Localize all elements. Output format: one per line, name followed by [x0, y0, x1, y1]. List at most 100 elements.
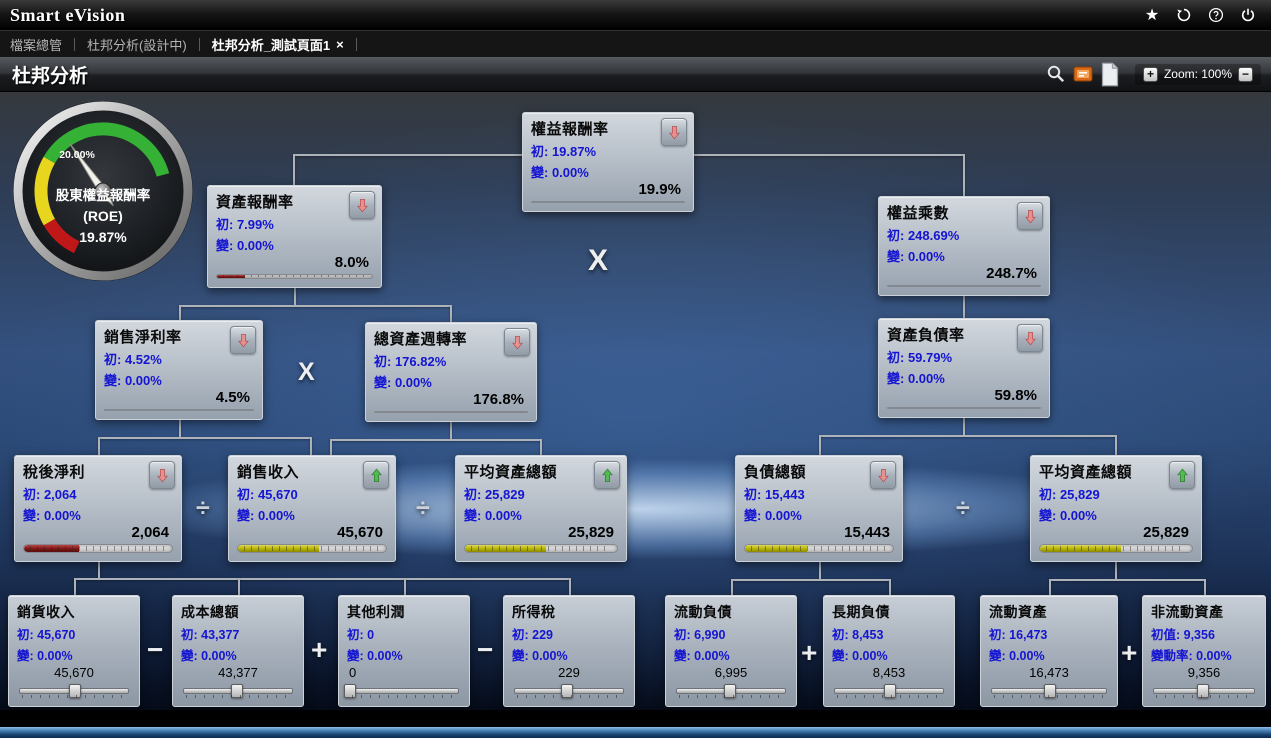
node-value: 15,443 [844, 524, 890, 541]
value-slider[interactable] [1151, 682, 1257, 698]
value-slider[interactable] [512, 682, 626, 698]
node-change: 變: 0.00% [181, 649, 237, 663]
value-slider[interactable] [989, 682, 1109, 698]
node-change: 變: 0.00% [531, 165, 589, 180]
node-income-tax[interactable]: 所得稅 初: 229 變: 0.00% 229 [503, 595, 635, 707]
node-total-liabilities[interactable]: 負債總額 初: 15,443 變: 0.00% 15,443 [735, 455, 903, 562]
node-net-income[interactable]: 稅後淨利 初: 2,064 變: 0.00% 2,064 [14, 455, 182, 562]
node-other-profit[interactable]: 其他利潤 初: 0 變: 0.00% 0 [338, 595, 470, 707]
value-slider[interactable] [832, 682, 946, 698]
trend-down-icon [230, 326, 256, 354]
value-slider[interactable] [181, 682, 295, 698]
connector [179, 305, 181, 320]
zoom-search-icon[interactable] [1046, 64, 1066, 84]
node-init: 初: 16,473 [989, 628, 1048, 642]
ruler-ticks [837, 695, 941, 698]
slider-handle[interactable] [344, 684, 357, 698]
node-change: 變: 0.00% [104, 373, 162, 388]
node-title: 銷貨收入 [17, 604, 75, 620]
connector [179, 305, 452, 307]
connector [1115, 562, 1117, 579]
node-non-current-assets[interactable]: 非流動資產 初值: 9,356 變動率: 0.00% 9,356 [1142, 595, 1266, 707]
connector [294, 288, 296, 305]
node-init: 初: 248.69% [887, 228, 960, 243]
node-asset-turnover[interactable]: 總資產週轉率 初: 176.82% 變: 0.00% 176.8% [365, 322, 537, 422]
node-change: 變: 0.00% [216, 238, 274, 253]
export-ppt-icon[interactable] [1073, 64, 1093, 84]
node-value: 25,829 [568, 524, 614, 541]
node-equity-multiplier[interactable]: 權益乘數 初: 248.69% 變: 0.00% 248.7% [878, 196, 1050, 296]
node-title: 銷售淨利率 [104, 329, 182, 346]
progress-bar [887, 285, 1041, 287]
node-roe[interactable]: 權益報酬率 初: 19.87% 變: 0.00% 19.9% [522, 112, 694, 212]
node-title: 流動負債 [674, 604, 732, 620]
node-value: 16,473 [1029, 665, 1069, 680]
zoom-out-button[interactable]: − [1238, 66, 1253, 82]
progress-bar [23, 544, 173, 553]
ruler-ticks [22, 695, 126, 698]
node-change: 變: 0.00% [887, 371, 945, 386]
progress-bar [531, 201, 685, 203]
node-title: 其他利潤 [347, 604, 405, 620]
node-sales-revenue[interactable]: 銷售收入 初: 45,670 變: 0.00% 45,670 [228, 455, 396, 562]
node-init: 初: 19.87% [531, 144, 597, 159]
favorite-star-icon[interactable]: ★ [1144, 7, 1160, 24]
tab-label: 檔案總管 [10, 37, 63, 53]
power-icon[interactable] [1239, 6, 1257, 24]
node-value: 8.0% [334, 254, 369, 271]
node-current-assets[interactable]: 流動資產 初: 16,473 變: 0.00% 16,473 [980, 595, 1118, 707]
tab-dupont-test-page[interactable]: 杜邦分析_測試頁面1 × [202, 35, 354, 54]
node-title: 負債總額 [744, 464, 807, 481]
node-total-cost[interactable]: 成本總額 初: 43,377 變: 0.00% 43,377 [172, 595, 304, 707]
help-icon[interactable] [1207, 6, 1225, 24]
zoom-in-button[interactable]: + [1142, 66, 1158, 82]
value-slider[interactable] [344, 682, 461, 698]
node-init: 初: 15,443 [744, 487, 805, 502]
value-slider[interactable] [17, 682, 131, 698]
connector [293, 154, 523, 156]
node-init: 初: 8,453 [832, 628, 884, 642]
node-change: 變: 0.00% [989, 649, 1045, 663]
ruler-ticks [517, 695, 621, 698]
progress-bar [464, 544, 618, 553]
node-value: 8,453 [872, 665, 906, 680]
node-value: 248.7% [986, 265, 1037, 282]
node-current-liabilities[interactable]: 流動負債 初: 6,990 變: 0.00% 6,995 [665, 595, 797, 707]
node-roa[interactable]: 資產報酬率 初: 7.99% 變: 0.00% 8.0% [207, 185, 382, 288]
value-slider[interactable] [674, 682, 788, 698]
node-change: 變: 0.00% [347, 649, 403, 663]
node-title: 權益乘數 [887, 205, 950, 222]
new-document-icon[interactable] [1100, 62, 1120, 86]
node-value: 0 [349, 665, 357, 680]
tab-dupont-design[interactable]: 杜邦分析(設計中) [77, 35, 197, 54]
node-debt-ratio[interactable]: 資產負債率 初: 59.79% 變: 0.00% 59.8% [878, 318, 1050, 418]
ruler-ticks [751, 546, 887, 551]
connector [540, 439, 542, 455]
node-sales-income[interactable]: 銷貨收入 初: 45,670 變: 0.00% 45,670 [8, 595, 140, 707]
node-net-profit-margin[interactable]: 銷售淨利率 初: 4.52% 變: 0.00% 4.5% [95, 320, 263, 420]
node-init: 初: 2,064 [23, 487, 77, 502]
node-avg-total-assets-right[interactable]: 平均資產總額 初: 25,829 變: 0.00% 25,829 [1030, 455, 1202, 562]
progress-fill [217, 275, 245, 278]
ruler-ticks [679, 695, 783, 698]
refresh-icon[interactable] [1175, 6, 1193, 24]
node-value: 59.8% [994, 387, 1037, 404]
node-title: 資產負債率 [887, 327, 965, 344]
connector [74, 578, 570, 580]
node-value: 4.5% [215, 389, 250, 406]
progress-fill [745, 545, 808, 552]
gauge-value: 19.87% [79, 229, 127, 245]
node-title: 銷售收入 [237, 464, 300, 481]
tab-bar: 檔案總管 杜邦分析(設計中) 杜邦分析_測試頁面1 × [0, 30, 1271, 57]
connector [819, 562, 821, 579]
node-long-term-liabilities[interactable]: 長期負債 初: 8,453 變: 0.00% 8,453 [823, 595, 955, 707]
tab-close-icon[interactable]: × [336, 36, 344, 52]
tab-file-explorer[interactable]: 檔案總管 [0, 35, 72, 54]
roe-gauge[interactable]: 20.00% 股東權益報酬率 (ROE) 19.87% [10, 98, 196, 284]
gauge-hub [94, 182, 112, 200]
operator-plus: + [1121, 637, 1138, 668]
node-avg-total-assets-left[interactable]: 平均資產總額 初: 25,829 變: 0.00% 25,829 [455, 455, 627, 562]
node-title: 非流動資產 [1151, 604, 1224, 620]
operator-minus: − [147, 634, 164, 665]
gauge-name-line1: 股東權益報酬率 [56, 187, 151, 203]
